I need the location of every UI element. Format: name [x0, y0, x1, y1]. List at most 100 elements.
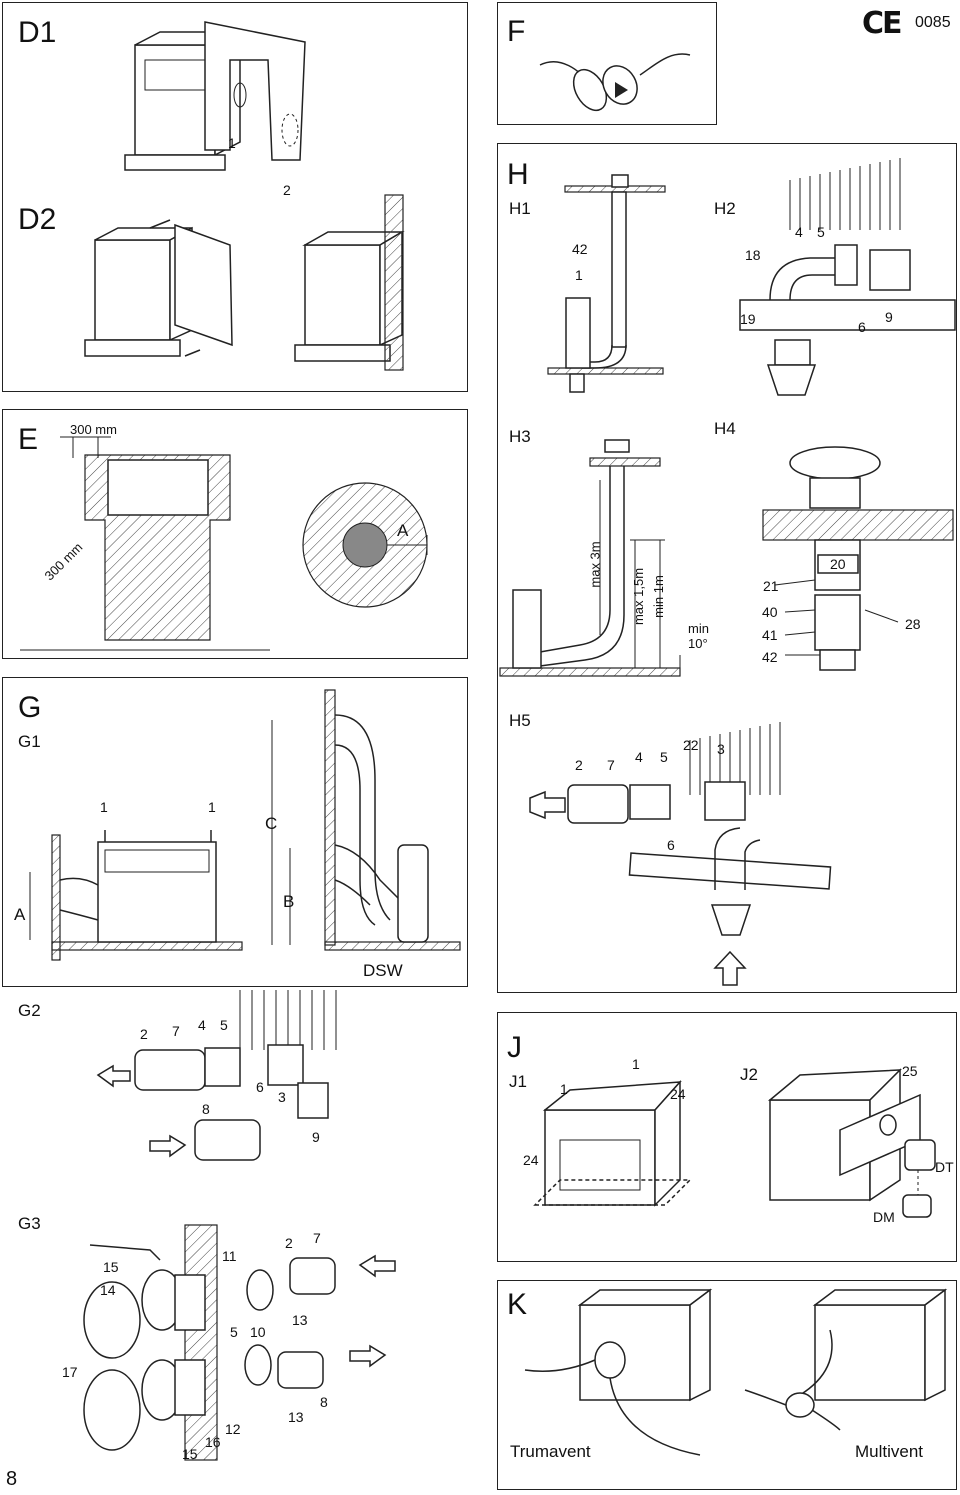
callout-h4-28: 28 — [905, 616, 921, 632]
callout-g2-9: 9 — [312, 1129, 320, 1145]
panel-g-title: G — [18, 691, 42, 724]
dim-min: min — [688, 621, 709, 636]
ce-mark: CE — [862, 6, 902, 41]
callout-g3-15b: 15 — [182, 1446, 198, 1462]
callout-h1-1: 1 — [575, 267, 583, 283]
callout-h2-18: 18 — [745, 247, 761, 263]
callout-h5-6: 6 — [667, 837, 675, 853]
heater-j1 — [544, 1109, 656, 1206]
wall-plate-d1 — [204, 21, 306, 161]
callout-h4-40: 40 — [762, 604, 778, 620]
callout-g3-13b: 13 — [288, 1409, 304, 1425]
callout-g2-2: 2 — [140, 1026, 148, 1042]
floor-h5 — [628, 852, 832, 890]
callout-g3-7: 7 — [313, 1230, 321, 1246]
label-a-g1: A — [14, 905, 26, 924]
flue-vertical-h1 — [611, 191, 627, 348]
label-a-e: A — [397, 521, 409, 540]
callout-g3-10: 10 — [250, 1324, 266, 1340]
callout-h4-20: 20 — [830, 556, 846, 572]
callout-j1-24b: 24 — [523, 1152, 539, 1168]
callout-j1-1a: 1 — [560, 1081, 568, 1097]
callout-j2-25: 25 — [902, 1063, 918, 1079]
panel-k-title: K — [507, 1288, 528, 1321]
arrow-left-h5 — [529, 790, 566, 820]
duct-h5 — [567, 784, 629, 824]
callout-h2-6: 6 — [858, 319, 866, 335]
callout-h1-42: 42 — [572, 241, 588, 257]
gas-bottle-g1 — [397, 844, 429, 943]
callout-h5-5: 5 — [660, 749, 668, 765]
wall-section-d2 — [384, 194, 404, 371]
callout-h2-9: 9 — [885, 309, 893, 325]
wall-section-g3 — [184, 1224, 218, 1461]
callout-g2-4: 4 — [198, 1017, 206, 1033]
callout-g3-5: 5 — [230, 1324, 238, 1340]
duct-g2-lower — [194, 1119, 261, 1161]
panel-f — [497, 2, 717, 125]
callout-g2-8: 8 — [202, 1101, 210, 1117]
callout-g2-5: 5 — [220, 1017, 228, 1033]
callout-j2-dt: DT — [935, 1159, 954, 1175]
callout-h5-2: 2 — [575, 757, 583, 773]
callout-g1-1a: 1 — [100, 799, 108, 815]
arrow-out-g3 — [349, 1344, 387, 1368]
callout-h2-5: 5 — [817, 224, 825, 240]
callout-g2-7: 7 — [172, 1023, 180, 1039]
panel-d2-title: D2 — [18, 203, 57, 236]
right-hand — [639, 53, 691, 76]
callout-h5-7: 7 — [607, 757, 615, 773]
panel-f-title: F — [507, 15, 526, 48]
label-multivent: Multivent — [855, 1442, 924, 1461]
panel-g2-title: G2 — [18, 1001, 41, 1020]
callout-g2-3: 3 — [278, 1089, 286, 1105]
panel-j2-title: J2 — [740, 1065, 758, 1084]
heater-h1 — [565, 297, 591, 369]
callout-h4-42: 42 — [762, 649, 778, 665]
heater-outline-e — [107, 459, 209, 516]
duct-g3-lower — [277, 1351, 324, 1389]
callout-d-1: 1 — [228, 135, 236, 151]
label-b-g1: B — [283, 892, 295, 911]
callout-g1-1b: 1 — [208, 799, 216, 815]
callout-g3-12: 12 — [225, 1421, 241, 1437]
callout-h2-19: 19 — [740, 311, 756, 327]
callout-g3-2: 2 — [285, 1235, 293, 1251]
label-c-g1: C — [265, 814, 278, 833]
label-trumavent: Trumavent — [510, 1442, 591, 1461]
callout-g3-16: 16 — [205, 1434, 221, 1450]
panel-j1-title: J1 — [509, 1072, 527, 1091]
arrow-up-h5 — [713, 950, 747, 986]
panel-h3-title: H3 — [509, 427, 531, 446]
wall-plate-d2 — [174, 223, 233, 347]
panel-g3-title: G3 — [18, 1214, 41, 1233]
panel-g — [2, 677, 468, 987]
radiator-g2 — [239, 990, 337, 1050]
radiator-h2 — [789, 158, 901, 230]
callout-h4-41: 41 — [762, 627, 778, 643]
callout-g3-8: 8 — [320, 1394, 328, 1410]
label-dsw-g1: DSW — [363, 961, 403, 980]
arrow-in-g3 — [358, 1254, 396, 1278]
cover-lower — [83, 1369, 141, 1451]
panel-j-title: J — [507, 1031, 522, 1064]
cover-upper — [83, 1281, 141, 1359]
callout-h4-21: 21 — [763, 578, 779, 594]
panel-g1-title: G1 — [18, 732, 41, 751]
page-number: 8 — [6, 1468, 18, 1490]
callout-h2-4: 4 — [795, 224, 803, 240]
heater-g1 — [97, 841, 217, 943]
panel-e-title: E — [18, 423, 39, 456]
callout-g3-17: 17 — [62, 1364, 78, 1380]
panel-h-title: H — [507, 158, 529, 191]
dim-10-deg: 10° — [688, 636, 708, 651]
panel-d1-title: D1 — [18, 16, 57, 49]
panel-h4-title: H4 — [714, 419, 736, 438]
